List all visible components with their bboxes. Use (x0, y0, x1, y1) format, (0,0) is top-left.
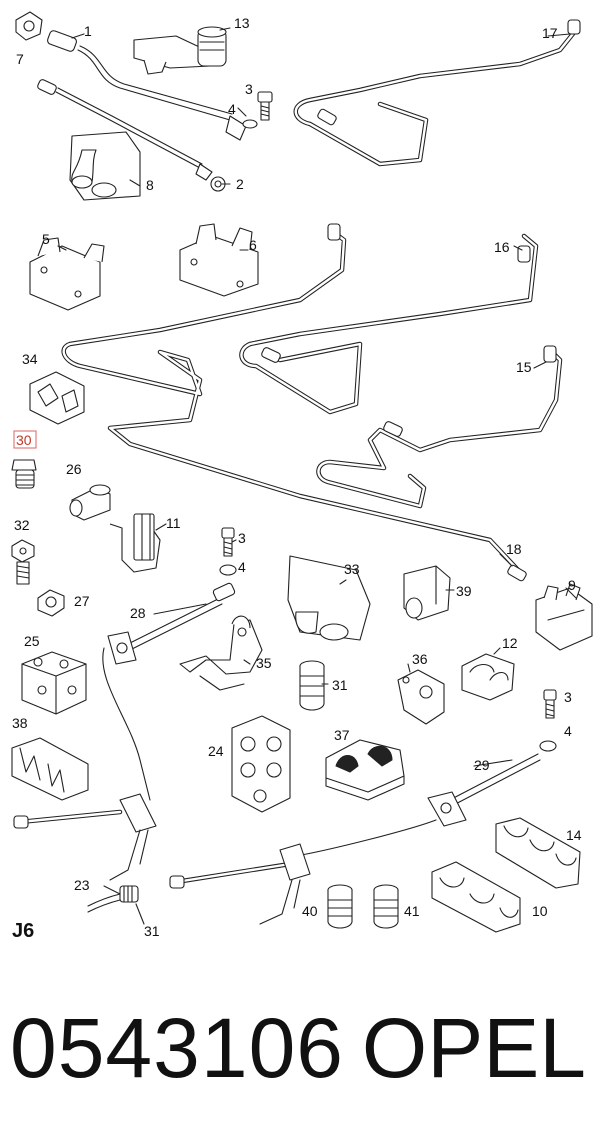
label-10: 10 (532, 903, 548, 919)
part-25-block (21, 651, 87, 715)
part-31-fitting-bottom (119, 885, 139, 903)
label-23: 23 (74, 877, 90, 893)
part-9-clip (535, 583, 593, 651)
part-4-washer-right (539, 740, 557, 752)
label-4-middle: 4 (238, 559, 246, 575)
label-16: 16 (494, 239, 510, 255)
label-14: 14 (566, 827, 582, 843)
label-15: 15 (516, 359, 532, 375)
label-11: 11 (166, 515, 181, 531)
label-39: 39 (456, 583, 472, 599)
part-32-bolt (11, 539, 35, 585)
sheet-label: J6 (12, 920, 34, 942)
label-24: 24 (208, 743, 224, 759)
label-32: 32 (14, 517, 30, 533)
brake-hose-left (13, 793, 157, 881)
part-26-grommet (69, 484, 111, 521)
label-6: 6 (249, 237, 257, 253)
part-36-bracket (397, 669, 445, 725)
parts-diagram: 1 2 3 4 5 6 7 8 9 10 11 12 13 14 15 16 1… (11, 11, 593, 942)
part-8-boot (69, 131, 141, 201)
label-13: 13 (234, 15, 250, 31)
part-3-bolt-top (257, 91, 273, 121)
label-38: 38 (12, 715, 28, 731)
label-7: 7 (16, 51, 24, 67)
part-38-clip (11, 737, 89, 801)
part-10-clips (431, 861, 521, 933)
part-4-washer-top (242, 119, 258, 129)
label-33: 33 (344, 561, 360, 577)
part-23-hose-end (87, 893, 121, 913)
part-29-hose (295, 753, 541, 857)
callout-labels: 1 2 3 4 5 6 7 8 9 10 11 12 13 14 15 16 1… (12, 15, 582, 942)
part-24-clip-block (231, 715, 291, 813)
label-3-right: 3 (564, 689, 572, 705)
label-3-middle: 3 (238, 530, 246, 546)
part-40-bushing (327, 884, 353, 929)
label-4-right: 4 (564, 723, 572, 739)
part-5-bracket (29, 237, 105, 311)
label-37: 37 (334, 727, 350, 743)
brake-hose-middle (169, 843, 311, 925)
label-30-highlight-box (13, 430, 37, 449)
part-1-cable (47, 30, 247, 141)
part-28-hose (102, 582, 236, 801)
part-2-cable (37, 79, 226, 192)
label-3-top: 3 (245, 81, 253, 97)
label-40: 40 (302, 903, 318, 919)
label-2: 2 (236, 176, 244, 192)
part-41-bushing (373, 884, 399, 929)
label-29: 29 (474, 757, 490, 773)
brand-name: OPEL (361, 1001, 586, 1095)
leader-lines (57, 27, 577, 925)
label-18: 18 (506, 541, 522, 557)
part-31-bushing-middle (299, 660, 325, 711)
label-1: 1 (84, 23, 92, 39)
label-41: 41 (404, 903, 420, 919)
label-34: 34 (22, 351, 38, 367)
part-39-clip (403, 565, 451, 621)
label-8: 8 (146, 177, 154, 193)
label-36: 36 (412, 651, 428, 667)
label-9: 9 (568, 577, 576, 593)
part-12-clip (461, 653, 515, 701)
part-33-boot (287, 555, 371, 641)
part-11-bracket (109, 513, 161, 573)
label-30: 30 (16, 432, 32, 448)
label-31-middle: 31 (332, 677, 348, 693)
label-12: 12 (502, 635, 518, 651)
part-34-clip (29, 371, 85, 425)
part-4-washer-middle (219, 564, 237, 576)
part-14-clips (495, 817, 581, 889)
part-7-clip (15, 11, 43, 41)
label-31-bottom: 31 (144, 923, 160, 939)
label-35: 35 (256, 655, 272, 671)
part-30-fitting (11, 459, 37, 489)
part-37-clip (325, 739, 405, 801)
part-3-bolt-right (543, 689, 557, 719)
part-17-pipe (293, 19, 581, 167)
label-27: 27 (74, 593, 90, 609)
brake-pipe-assembly-middle (61, 223, 563, 582)
label-4-top: 4 (228, 101, 236, 117)
label-25: 25 (24, 633, 40, 649)
part-3-bolt-middle (221, 527, 235, 557)
label-28: 28 (130, 605, 146, 621)
part-35-clamp (179, 615, 263, 691)
part-6-bracket (179, 223, 259, 297)
part-13-bracket (133, 26, 227, 75)
label-17: 17 (542, 25, 558, 41)
label-26: 26 (66, 461, 82, 477)
label-5: 5 (42, 231, 50, 247)
part-number: 0543106 (10, 1001, 345, 1095)
part-27-nut (37, 589, 65, 617)
